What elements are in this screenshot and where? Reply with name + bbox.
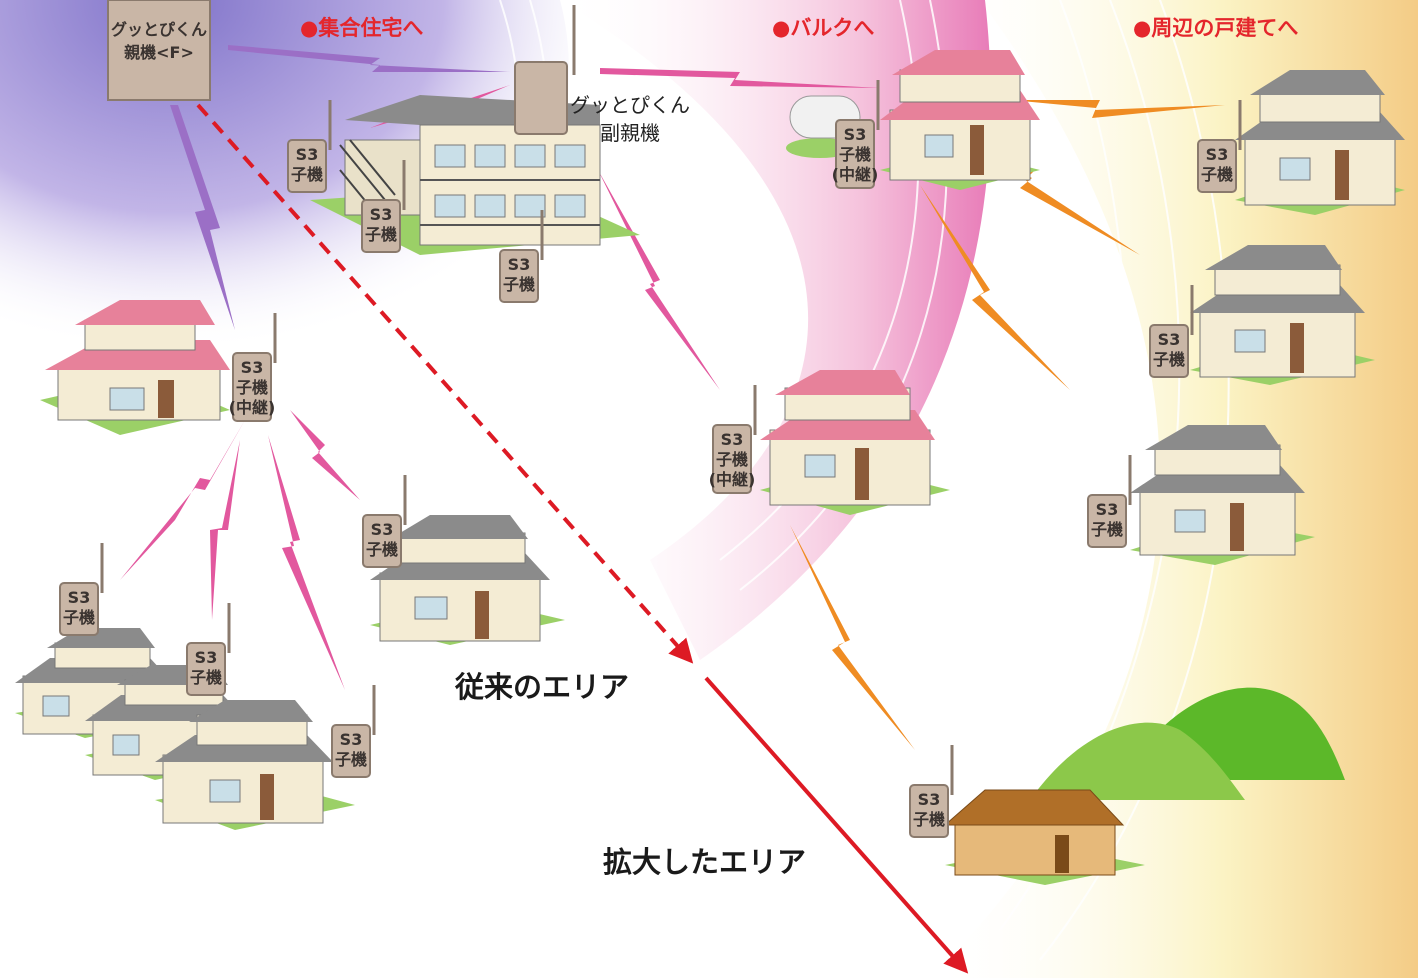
child-unit-body: [712, 424, 752, 494]
sub-unit-line2: 副親機: [600, 121, 660, 145]
child-unit-model: S3: [241, 358, 264, 377]
child-unit-model: S3: [296, 145, 319, 164]
child-unit-body: [59, 582, 99, 636]
house-gray-3: [1130, 425, 1315, 565]
child-unit-relay: (中継): [832, 165, 879, 184]
house-gray-row-3: [155, 700, 355, 830]
sub-unit-line1: グッとぴくん: [570, 93, 690, 117]
child-units: S3子機S3子機S3子機S3子機(中継)S3子機(中継)S3子機(中継)S3子機…: [59, 80, 1242, 838]
child-unit-model: S3: [371, 520, 394, 539]
child-unit-body: [186, 642, 226, 696]
hills: [1030, 687, 1345, 800]
child-unit-model: S3: [1096, 500, 1119, 519]
child-unit-name: 子機: [236, 378, 268, 397]
child-unit-model: S3: [195, 648, 218, 667]
child-unit-name: 子機: [190, 668, 222, 687]
child-unit-model: S3: [918, 790, 941, 809]
child-unit-model: S3: [68, 588, 91, 607]
parent-unit-line2: 親機<F>: [124, 43, 194, 62]
child-unit-name: 子機: [716, 450, 748, 469]
child-unit-body: [835, 119, 875, 189]
child-unit-model: S3: [1158, 330, 1181, 349]
child-unit-name: 子機: [366, 540, 398, 559]
house-gray-2: [1190, 245, 1375, 385]
child-unit-model: S3: [844, 125, 867, 144]
child-unit-relay: (中継): [709, 470, 756, 489]
parent-unit-line1: グッとぴくん: [111, 20, 207, 39]
child-unit-name: 子機: [503, 275, 535, 294]
child-unit-body: [1087, 494, 1127, 548]
child-unit-name: 子機: [1153, 350, 1185, 369]
child-unit-name: 子機: [1091, 520, 1123, 539]
expanded-area-arrow: [704, 676, 969, 974]
child-unit-model: S3: [340, 730, 363, 749]
label-conventional-area: 従来のエリア: [454, 670, 629, 704]
house-pink-relay-mid: [760, 370, 950, 515]
child-unit-name: 子機: [1201, 165, 1233, 184]
child-unit-body: [362, 514, 402, 568]
sub-parent-unit: グッとぴくん 副親機: [514, 5, 690, 145]
child-unit-name: 子機: [839, 145, 871, 164]
child-unit-body: [1149, 324, 1189, 378]
child-unit-model: S3: [508, 255, 531, 274]
child-unit-model: S3: [1206, 145, 1229, 164]
child-unit-name: 子機: [335, 750, 367, 769]
heading-apartment: ●集合住宅へ: [300, 16, 423, 40]
child-unit-body: [361, 199, 401, 253]
house-gray-1: [1235, 70, 1405, 215]
house-pink-left: [40, 300, 230, 435]
house-pink-bulk: [880, 50, 1040, 190]
heading-houses: ●周辺の戸建てへ: [1133, 16, 1298, 40]
conventional-area-arrow: [196, 103, 694, 664]
child-unit-body: [909, 784, 949, 838]
child-unit-model: S3: [721, 430, 744, 449]
house-brown: [943, 789, 1145, 885]
heading-bulk: ●バルクへ: [772, 16, 874, 40]
child-unit-name: 子機: [913, 810, 945, 829]
child-unit-body: [499, 249, 539, 303]
child-unit-body: [1197, 139, 1237, 193]
child-unit-model: S3: [370, 205, 393, 224]
house-gray-4: [370, 515, 565, 645]
child-unit-body: [232, 352, 272, 422]
parent-unit: グッとぴくん 親機<F>: [107, 0, 211, 101]
child-unit-name: 子機: [63, 608, 95, 627]
child-unit-relay: (中継): [229, 398, 276, 417]
child-unit-body: [287, 139, 327, 193]
relay-area-band: [560, 0, 991, 660]
child-unit-name: 子機: [291, 165, 323, 184]
child-unit-body: [331, 724, 371, 778]
child-unit-name: 子機: [365, 225, 397, 244]
label-expanded-area: 拡大したエリア: [603, 845, 806, 879]
